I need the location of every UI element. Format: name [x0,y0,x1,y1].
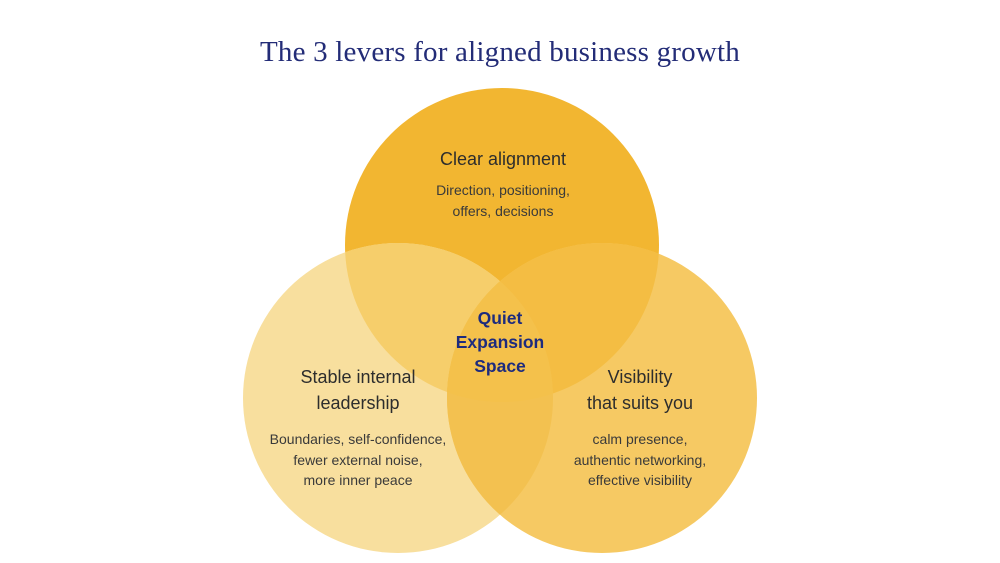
center-label-line: Expansion [455,332,545,352]
left-circle-subtext: Boundaries, self-confidence, fewer exter… [270,429,447,491]
top-circle-heading: Clear alignment [439,149,567,169]
subtext-line: effective visibility [587,472,692,488]
center-label-line: Space [474,356,526,376]
subtext-line: fewer external noise, [293,451,423,468]
heading-line: Visibility [607,367,673,387]
page-title: The 3 levers for aligned business growth [260,36,740,68]
subtext-line: calm presence, [592,431,688,447]
venn-overlap-center [447,243,553,402]
left-circle-heading: Stable internal leadership [270,364,447,416]
subtext-line: offers, decisions [452,202,554,219]
top-circle-label: Clear alignment Direction, positioning, … [436,148,570,221]
right-circle-label: Visibility that suits you calm presence,… [574,364,706,491]
heading-line: leadership [316,393,400,413]
left-circle-label: Stable internal leadership Boundaries, s… [270,364,447,491]
subtext-line: more inner peace [303,472,413,488]
heading-line: Stable internal [300,367,416,387]
subtext-line: Boundaries, self-confidence, [269,431,447,447]
subtext-line: Direction, positioning, [436,182,570,198]
center-label-line: Quiet [477,308,523,328]
right-circle-subtext: calm presence, authentic networking, eff… [574,429,706,491]
right-circle-heading: Visibility that suits you [574,364,706,416]
center-label: Quiet Expansion Space [456,306,545,378]
heading-line: that suits you [586,393,694,413]
top-circle-subtext: Direction, positioning, offers, decision… [436,180,570,221]
subtext-line: authentic networking, [573,451,707,468]
